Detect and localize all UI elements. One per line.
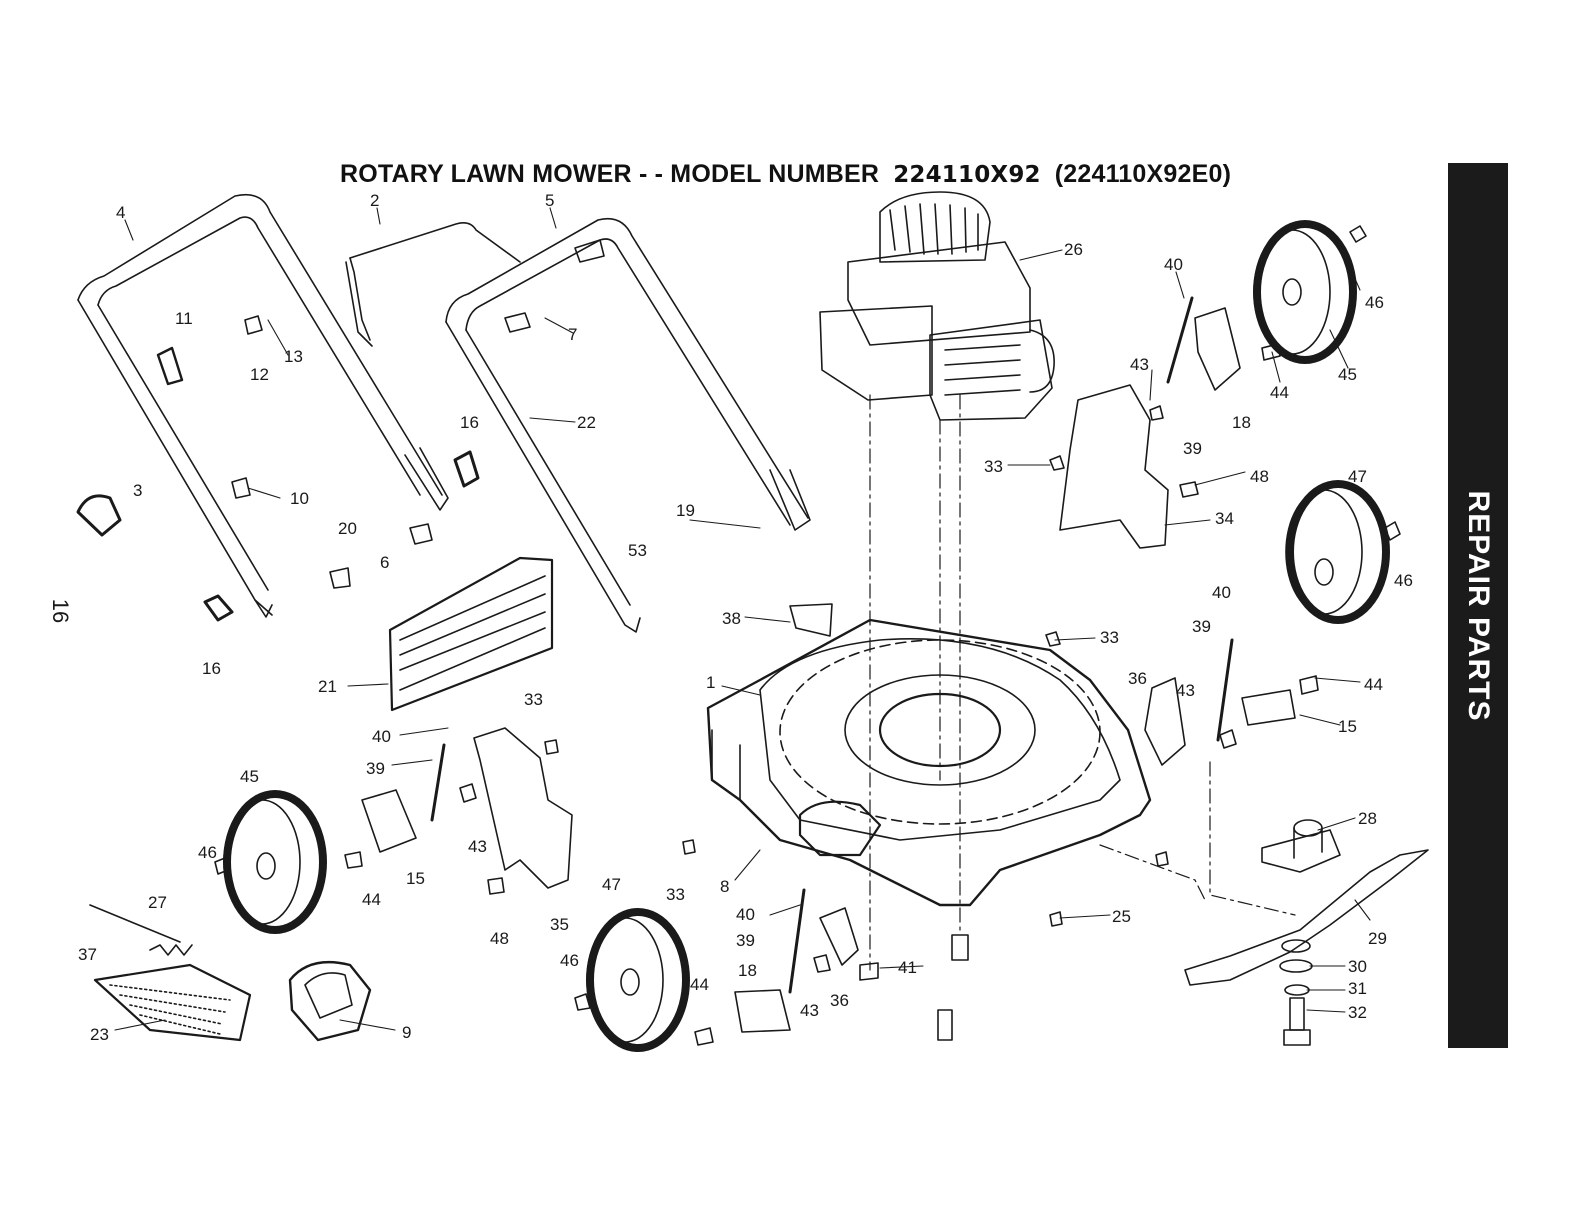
alignment-line — [869, 394, 1296, 971]
callout-39: 39 — [1192, 617, 1211, 636]
diagram-title: ROTARY LAWN MOWER - - MODEL NUMBER 224110… — [340, 160, 1231, 189]
callout-12: 12 — [250, 365, 269, 384]
callout-47: 47 — [602, 875, 621, 894]
callout-33: 33 — [524, 690, 543, 709]
callout-21: 21 — [318, 677, 337, 696]
callout-47: 47 — [1348, 467, 1367, 486]
callout-33: 33 — [666, 885, 685, 904]
callout-2: 2 — [370, 191, 379, 210]
callout-46: 46 — [1365, 293, 1384, 312]
callout-36: 36 — [830, 991, 849, 1010]
callout-4: 4 — [116, 203, 125, 222]
spring-icon — [89, 296, 1234, 994]
callout-13: 13 — [284, 347, 303, 366]
grass-bag-icon — [93, 961, 372, 1042]
callout-44: 44 — [1270, 383, 1289, 402]
wheel-icon — [223, 220, 1390, 1052]
callout-46: 46 — [560, 951, 579, 970]
callout-16: 16 — [460, 413, 479, 432]
callout-45: 45 — [1338, 365, 1357, 384]
callout-27: 27 — [148, 893, 167, 912]
callout-18: 18 — [738, 961, 757, 980]
callout-25: 25 — [1112, 907, 1131, 926]
callout-43: 43 — [1130, 355, 1149, 374]
callout-48: 48 — [1250, 467, 1269, 486]
callout-43: 43 — [1176, 681, 1195, 700]
callout-33: 33 — [984, 457, 1003, 476]
callout-5: 5 — [545, 191, 554, 210]
callout-34: 34 — [1215, 509, 1234, 528]
callout-32: 32 — [1348, 1003, 1367, 1022]
callout-44: 44 — [1364, 675, 1383, 694]
handle-upper-icon — [77, 193, 449, 618]
callout-38: 38 — [722, 609, 741, 628]
section-tab-label: REPAIR PARTS — [1462, 490, 1495, 721]
callout-23: 23 — [90, 1025, 109, 1044]
callout-46: 46 — [1394, 571, 1413, 590]
callout-35: 35 — [550, 915, 569, 934]
callout-18: 18 — [1232, 413, 1251, 432]
callout-53: 53 — [628, 541, 647, 560]
title-text: ROTARY LAWN MOWER - - MODEL NUMBER — [340, 160, 880, 188]
callout-6: 6 — [380, 553, 389, 572]
callout-45: 45 — [240, 767, 259, 786]
handle-lower-icon — [445, 217, 811, 633]
callout-40: 40 — [736, 905, 755, 924]
callout-31: 31 — [1348, 979, 1367, 998]
callout-40: 40 — [1212, 583, 1231, 602]
model-code: (224110X92E0) — [1054, 160, 1232, 188]
callout-48: 48 — [490, 929, 509, 948]
engine-icon — [819, 191, 1055, 421]
knob-icon — [76, 346, 480, 622]
callout-39: 39 — [1183, 439, 1202, 458]
blade-icon — [1184, 849, 1429, 986]
callout-9: 9 — [402, 1023, 411, 1042]
callout-15: 15 — [1338, 717, 1357, 736]
callout-40: 40 — [1164, 255, 1183, 274]
callout-3: 3 — [133, 481, 142, 500]
callout-44: 44 — [690, 975, 709, 994]
callout-20: 20 — [338, 519, 357, 538]
bail-wire-icon — [345, 222, 521, 347]
height-adjuster-icon — [361, 307, 1296, 1033]
callout-43: 43 — [800, 1001, 819, 1020]
callout-16: 16 — [202, 659, 221, 678]
callout-36: 36 — [1128, 669, 1147, 688]
callout-10: 10 — [290, 489, 309, 508]
callout-26: 26 — [1064, 240, 1083, 259]
callout-40: 40 — [372, 727, 391, 746]
deck-icon — [706, 618, 1152, 907]
callout-43: 43 — [468, 837, 487, 856]
callout-46: 46 — [198, 843, 217, 862]
callout-33: 33 — [1100, 628, 1119, 647]
rear-flap-icon — [388, 556, 554, 712]
exploded-parts-diagram: 4 2 5 26 40 46 11 12 13 7 43 44 45 18 39… — [76, 191, 1429, 1052]
plate-icon — [789, 603, 833, 637]
callout-22: 22 — [577, 413, 596, 432]
bolt-icon — [214, 225, 1401, 1046]
section-tab: REPAIR PARTS — [1448, 163, 1508, 1048]
model-number: 224110X92 — [893, 162, 1041, 188]
callout-44: 44 — [362, 890, 381, 909]
callout-labels: 4 2 5 26 40 46 11 12 13 7 43 44 45 18 39… — [78, 191, 1413, 1044]
callout-29: 29 — [1368, 929, 1387, 948]
callout-28: 28 — [1358, 809, 1377, 828]
callout-30: 30 — [1348, 957, 1367, 976]
callout-1: 1 — [706, 673, 715, 692]
callout-39: 39 — [736, 931, 755, 950]
callout-41: 41 — [898, 958, 917, 977]
callout-39: 39 — [366, 759, 385, 778]
callout-37: 37 — [78, 945, 97, 964]
callout-15: 15 — [406, 869, 425, 888]
callout-8: 8 — [720, 877, 729, 896]
callout-11: 11 — [175, 309, 193, 328]
callout-7: 7 — [568, 325, 577, 344]
callout-19: 19 — [676, 501, 695, 520]
